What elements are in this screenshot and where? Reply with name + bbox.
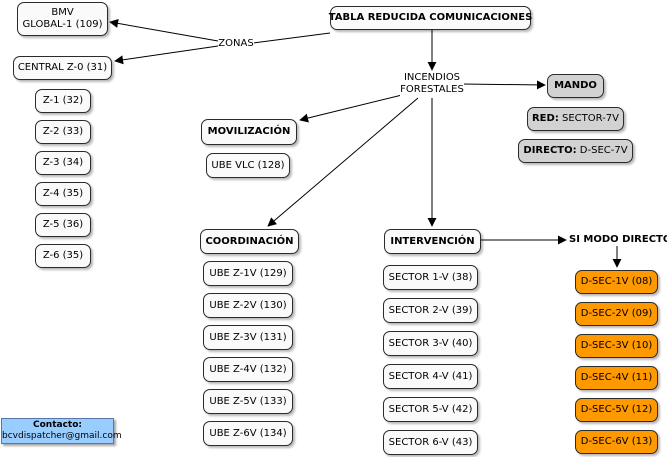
edge-incendios-coordinacion (267, 97, 419, 227)
zone-node: Z-2 (33) (35, 120, 91, 144)
coordinacion-label: COORDINACIÓN (205, 235, 294, 247)
dsec-label: D-SEC-1V (08) (580, 276, 653, 287)
ube-node: UBE Z-1V (129) (203, 261, 293, 286)
dsec-label: D-SEC-5V (12) (580, 404, 653, 415)
zone-node: Z-3 (34) (35, 151, 91, 175)
ube-label: UBE Z-6V (134) (209, 427, 287, 439)
ube-label: UBE Z-2V (130) (209, 299, 287, 311)
sector-label: SECTOR 6-V (43) (388, 436, 473, 448)
red-node: RED: SECTOR-7V (527, 107, 624, 131)
incendios-label: INCENDIOS FORESTALES (400, 72, 464, 96)
sector-node: SECTOR 4-V (41) (383, 364, 478, 389)
zone-label: Z-2 (33) (42, 126, 84, 137)
dsec-label: D-SEC-3V (10) (580, 340, 653, 351)
dsec-label: D-SEC-4V (11) (580, 372, 653, 383)
zone-node: Z-5 (36) (35, 213, 91, 237)
edge-zonas-bmv (109, 18, 219, 42)
intervencion-node: INTERVENCIÓN (384, 229, 481, 254)
movilizacion-label: MOVILIZACIÓN (207, 126, 291, 137)
zone-node: Z-1 (32) (35, 89, 91, 113)
central-node: CENTRAL Z-0 (31) (13, 56, 112, 80)
dsec-label: D-SEC-6V (13) (580, 436, 653, 447)
bmv-node: BMV GLOBAL-1 (109) (17, 2, 108, 36)
red-value: SECTOR-7V (558, 113, 619, 124)
ube-node: UBE Z-3V (131) (203, 325, 293, 350)
zone-node: Z-6 (35) (35, 244, 91, 268)
mando-label: MANDO (554, 80, 597, 91)
edge-root-zonas (252, 32, 331, 44)
sector-label: SECTOR 5-V (42) (388, 403, 473, 415)
bmv-line1: BMV (51, 7, 74, 18)
edge-incendios-movilizacion (299, 94, 403, 123)
central-label: CENTRAL Z-0 (31) (17, 62, 108, 73)
sector-label: SECTOR 3-V (40) (388, 337, 473, 349)
dsec-node: D-SEC-5V (12) (575, 398, 658, 422)
sector-label: SECTOR 4-V (41) (388, 370, 473, 382)
intervencion-label: INTERVENCIÓN (390, 235, 475, 247)
ube-node: UBE Z-2V (130) (203, 293, 293, 318)
sector-node: SECTOR 3-V (40) (383, 331, 478, 356)
root-node: TABLA REDUCIDA COMUNICACIONES (328, 6, 533, 30)
sector-node: SECTOR 5-V (42) (383, 397, 478, 422)
red-key: RED: (531, 113, 559, 124)
zone-label: Z-6 (35) (42, 250, 84, 261)
sector-label: SECTOR 1-V (38) (388, 271, 473, 283)
sector-node: SECTOR 1-V (38) (383, 265, 478, 290)
zone-label: Z-4 (35) (42, 188, 84, 199)
ube-vlc-node: UBE VLC (128) (206, 153, 290, 178)
ube-label: UBE Z-5V (133) (209, 395, 287, 407)
contact-title: Contacto: (33, 420, 82, 430)
dsec-node: D-SEC-4V (11) (575, 366, 658, 390)
sector-node: SECTOR 2-V (39) (383, 298, 478, 323)
sector-label: SECTOR 2-V (39) (388, 304, 473, 316)
contact-box: Contacto: bcvdispatcher@gmail.com (1, 418, 122, 444)
root-label: TABLA REDUCIDA COMUNICACIONES (328, 12, 533, 23)
zonas-label: ZONAS (218, 38, 254, 50)
incendios-line2: FORESTALES (400, 84, 464, 95)
directo-node: DIRECTO: D-SEC-7V (518, 139, 633, 163)
dsec-node: D-SEC-3V (10) (575, 334, 658, 358)
directo-value: D-SEC-7V (576, 145, 628, 156)
edge-incendios-mando (461, 80, 546, 90)
movilizacion-node: MOVILIZACIÓN (201, 119, 297, 145)
dsec-node: D-SEC-6V (13) (575, 430, 658, 454)
zone-label: Z-5 (36) (42, 219, 84, 230)
si-modo-directo-label: SI MODO DIRECTO (569, 234, 667, 246)
coordinacion-node: COORDINACIÓN (200, 229, 299, 254)
ube-vlc-label: UBE VLC (128) (211, 159, 285, 171)
ube-node: UBE Z-6V (134) (203, 421, 293, 446)
sector-node: SECTOR 6-V (43) (383, 430, 478, 455)
zone-label: Z-3 (34) (42, 157, 84, 168)
zone-label: Z-1 (32) (42, 95, 84, 106)
ube-node: UBE Z-5V (133) (203, 389, 293, 414)
mando-node: MANDO (547, 74, 604, 98)
dsec-label: D-SEC-2V (09) (580, 308, 653, 319)
dsec-node: D-SEC-1V (08) (575, 270, 658, 294)
incendios-line1: INCENDIOS (403, 72, 461, 83)
dsec-node: D-SEC-2V (09) (575, 302, 658, 326)
ube-label: UBE Z-4V (132) (209, 363, 287, 375)
contact-email[interactable]: bcvdispatcher@gmail.com (2, 431, 122, 441)
ube-label: UBE Z-3V (131) (209, 331, 287, 343)
directo-key: DIRECTO: (523, 145, 577, 156)
ube-node: UBE Z-4V (132) (203, 357, 293, 382)
zone-node: Z-4 (35) (35, 182, 91, 206)
bmv-line2: GLOBAL-1 (109) (22, 19, 103, 30)
ube-label: UBE Z-1V (129) (209, 267, 287, 279)
edge-zonas-central (114, 45, 219, 65)
